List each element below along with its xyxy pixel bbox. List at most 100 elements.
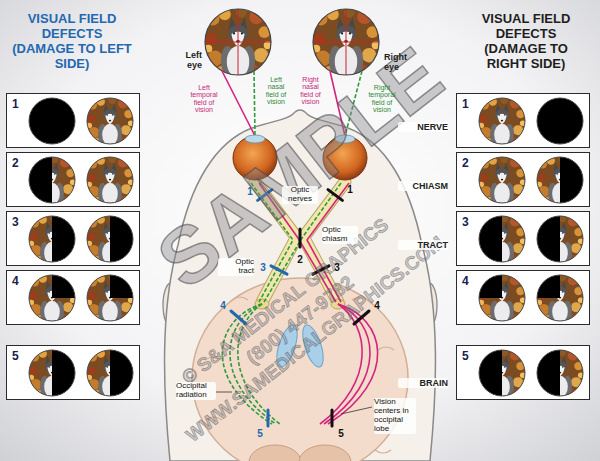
visual-field-view	[87, 275, 133, 321]
visual-pathway	[306, 242, 338, 302]
brain	[352, 297, 368, 300]
panel-number: 4	[12, 275, 19, 288]
panel-ground	[6, 270, 140, 325]
visual-field-view	[479, 350, 502, 396]
brain	[205, 357, 221, 360]
defect-panel: 4	[6, 270, 140, 325]
callout-number: 4	[372, 300, 382, 311]
lesion-bar	[328, 190, 342, 201]
defect-panel: 5	[6, 345, 140, 400]
visual-pathway	[222, 182, 377, 424]
visual-field-view	[29, 98, 75, 144]
panel-ground	[456, 345, 590, 400]
visual-field-view	[537, 215, 584, 264]
eyeball	[233, 135, 367, 180]
visual-field-view	[29, 349, 76, 398]
eyeball	[233, 136, 277, 180]
eye-view	[205, 42, 271, 43]
brain	[206, 417, 222, 420]
visual-field-view	[87, 274, 134, 323]
eye-view	[204, 7, 271, 78]
panel-ground	[456, 152, 590, 207]
visual-field-view	[29, 156, 76, 205]
visual-field-view	[537, 349, 584, 398]
panel-ground	[6, 345, 140, 400]
eye-view	[205, 9, 271, 75]
visual-field-view	[29, 275, 75, 321]
callout-number: 5	[336, 428, 346, 439]
defect-panel: 5	[456, 345, 590, 400]
visual-pathway	[262, 242, 294, 302]
level-label: CHIASM	[398, 181, 448, 191]
field-label: Left temporal field of vision	[186, 84, 222, 113]
visual-field-view	[537, 216, 560, 262]
panel-number: 3	[462, 216, 469, 229]
visual-field-view	[537, 350, 583, 396]
visual-field-view	[479, 216, 525, 262]
field-line	[330, 71, 345, 136]
brain	[299, 445, 351, 461]
panel-number: 1	[462, 98, 469, 111]
field-label: Right nasal field of vision	[296, 76, 325, 105]
eye-view	[313, 42, 379, 43]
field-label: Right temporal field of vision	[364, 84, 400, 113]
visual-field-view	[537, 98, 583, 144]
visual-pathway	[262, 242, 294, 302]
visual-field-view	[29, 216, 75, 262]
visual-field-view	[537, 274, 584, 323]
callout-number: 4	[218, 300, 228, 311]
visual-field-view	[479, 274, 526, 323]
visual-field-view	[29, 98, 75, 144]
field-line	[254, 71, 255, 136]
lesion-bar	[258, 190, 272, 201]
eye-view	[312, 7, 379, 78]
visual-field-view	[537, 156, 584, 205]
visual-field-view	[110, 216, 133, 262]
visual-field-view	[537, 157, 583, 203]
callout-number: 3	[332, 262, 342, 273]
field-line	[345, 71, 362, 136]
defect-panel: 2	[6, 152, 140, 207]
visual-field-view	[29, 215, 76, 264]
eye-view	[313, 9, 379, 75]
visual-field-view	[87, 215, 134, 264]
panel-number: 4	[462, 275, 469, 288]
visual-field-view	[537, 216, 583, 262]
visual-field-view	[29, 97, 76, 146]
panel-ground	[6, 93, 140, 148]
eye-label: Left eye	[170, 50, 202, 70]
level-label: NERVE	[398, 122, 448, 132]
lesion-bar	[331, 410, 334, 426]
leader-line	[341, 407, 372, 414]
brain	[375, 450, 391, 453]
eyeball	[323, 136, 367, 180]
visual-field-view	[87, 97, 134, 146]
visual-field-view	[87, 156, 134, 205]
visual-field-view	[29, 157, 52, 203]
visual-field-view	[479, 157, 525, 203]
field-line	[222, 71, 362, 136]
brain	[378, 347, 394, 350]
visual-field-view	[479, 97, 526, 146]
structure-label: Optic nerves	[282, 186, 318, 204]
visual-field-view	[479, 156, 526, 205]
lesion-bar	[354, 311, 369, 324]
defect-panel: 4	[456, 270, 590, 325]
panel-ground	[456, 93, 590, 148]
panel-number: 3	[12, 216, 19, 229]
callout-number: 5	[255, 428, 265, 439]
leader-line	[216, 392, 232, 393]
callout-number: 3	[258, 262, 268, 273]
visual-field-view	[87, 157, 133, 203]
visual-field-view	[537, 350, 560, 396]
watermark: (800) 447-9782	[242, 272, 357, 369]
visual-field-view	[87, 350, 133, 396]
visual-field-view	[87, 216, 133, 262]
field-line	[222, 71, 255, 136]
eye-view	[204, 7, 379, 78]
panel-ground	[6, 211, 140, 266]
defect-panel: 3	[456, 211, 590, 266]
defect-panel: 2	[456, 152, 590, 207]
visual-field-view	[479, 97, 584, 398]
brain	[299, 323, 328, 370]
